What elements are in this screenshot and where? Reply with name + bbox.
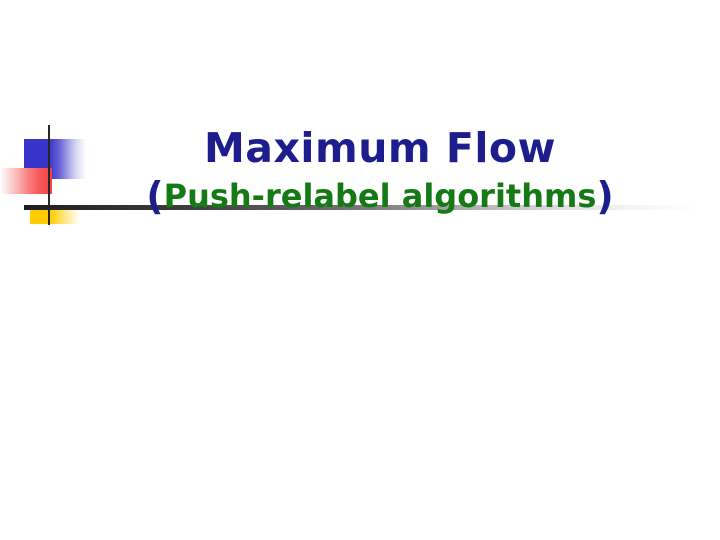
close-paren: ) <box>596 174 614 219</box>
slide-title: Maximum Flow <box>204 124 556 172</box>
yellow-block-shape <box>38 170 96 210</box>
yellow-lower-tab-shape <box>30 206 80 224</box>
slide-subtitle: (Push-relabel algorithms) <box>110 174 650 219</box>
red-gradient-band-shape <box>0 168 52 194</box>
open-paren: ( <box>146 174 164 219</box>
slide-subtitle-text: Push-relabel algorithms <box>163 177 597 216</box>
title-block: Maximum Flow (Push-relabel algorithms) <box>110 126 650 218</box>
vertical-rule-line <box>48 125 50 225</box>
decorative-graphic <box>0 120 200 230</box>
horizontal-rule-line <box>24 205 696 210</box>
